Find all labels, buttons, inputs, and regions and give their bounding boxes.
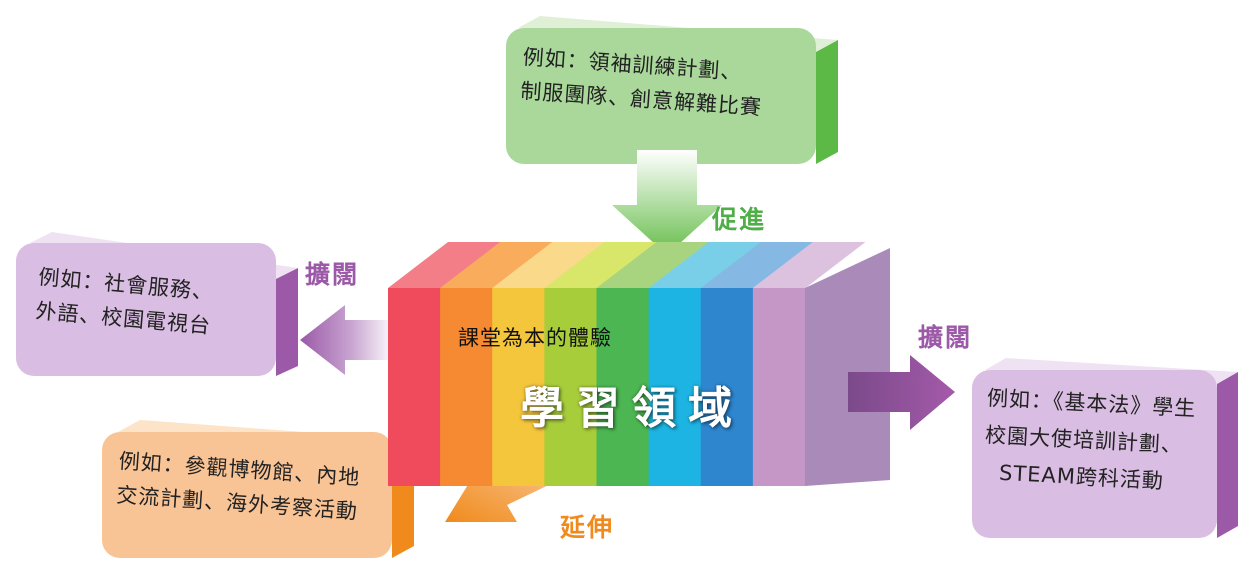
- block-front-stripe: [544, 288, 597, 486]
- block-top-stripe: [648, 242, 762, 288]
- block-top-stripe: [596, 242, 710, 288]
- block-top-stripe: [544, 242, 657, 288]
- right-arrow: [848, 355, 955, 430]
- right-arrow-label: 擴闊: [918, 323, 973, 352]
- block-top-stripe: [440, 242, 553, 288]
- block-front-stripe: [596, 288, 650, 486]
- left-arrow: [300, 305, 395, 375]
- block-title: 學習領域: [520, 383, 744, 434]
- right-box-text: 例如：《基本法》學生 校園大使培訓計劃、 STEAM跨科活動: [982, 380, 1197, 502]
- top-arrow-label: 促進: [712, 205, 767, 234]
- top-arrow: [612, 150, 722, 255]
- block-front-stripe: [700, 288, 754, 486]
- block-subtitle: 課堂為本的體驗: [458, 326, 612, 350]
- block-front-stripe: [388, 288, 441, 486]
- block-top-stripe: [492, 242, 605, 288]
- learning-areas-block: [388, 242, 890, 486]
- bottom-arrow-label: 延伸: [560, 513, 615, 542]
- block-top-stripe: [752, 242, 866, 288]
- block-top-stripe: [388, 242, 501, 288]
- top-example-box: [506, 16, 838, 164]
- right-example-box: [972, 358, 1238, 538]
- block-front-stripe: [752, 288, 806, 486]
- left-arrow-label: 擴闊: [305, 260, 360, 289]
- block-front-stripe: [440, 288, 493, 486]
- left-example-box: [16, 232, 298, 376]
- block-front-stripe: [492, 288, 545, 486]
- block-top-stripe: [700, 242, 814, 288]
- block-front-stripe: [648, 288, 702, 486]
